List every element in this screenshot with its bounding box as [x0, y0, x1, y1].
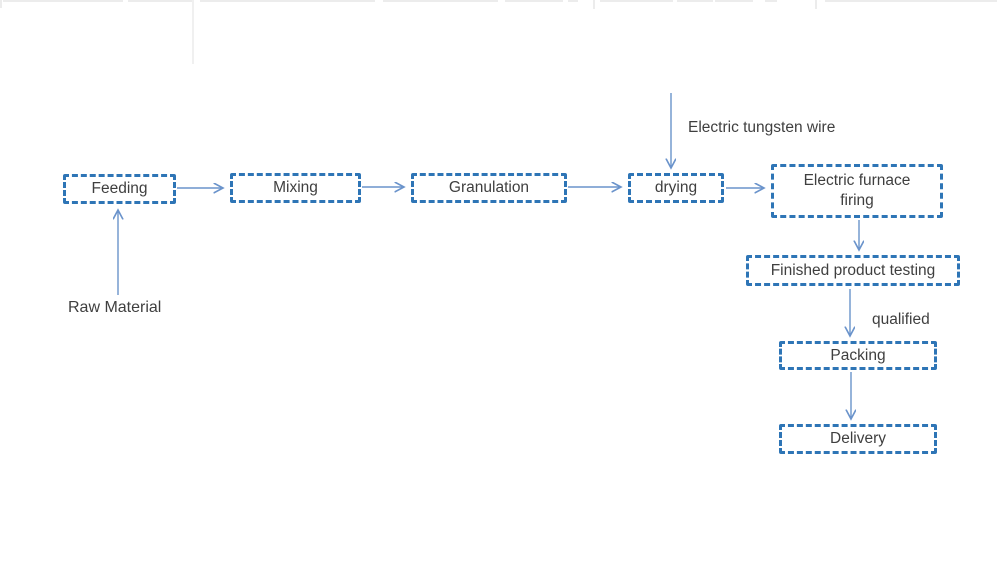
- crop-dash-segment: [600, 0, 673, 2]
- node-granulation: Granulation: [411, 173, 567, 203]
- node-feeding: Feeding: [63, 174, 176, 204]
- crop-dash-segment: [383, 0, 498, 2]
- node-electric-furnace-firing-label: Electric furnace firing: [803, 172, 911, 209]
- crop-dash-segment: [715, 0, 753, 2]
- crop-dash-segment: [3, 0, 123, 2]
- label-electric-tungsten-wire: Electric tungsten wire: [688, 119, 836, 136]
- crop-dash-segment: [568, 0, 578, 2]
- crop-dash-segment: [677, 0, 713, 2]
- crop-dash-segment: [505, 0, 563, 2]
- crop-dash-segment: [128, 0, 192, 2]
- crop-dash-tick: [593, 0, 595, 9]
- node-mixing: Mixing: [230, 173, 361, 203]
- edge-label-qualified: qualified: [872, 311, 930, 328]
- node-finished-product-testing: Finished product testing: [746, 255, 960, 286]
- label-raw-material: Raw Material: [68, 299, 162, 316]
- node-packing: Packing: [779, 341, 937, 370]
- crop-dash-segment: [200, 0, 375, 2]
- node-drying: drying: [628, 173, 724, 203]
- crop-dash-tick: [815, 0, 817, 9]
- node-electric-furnace-firing: Electric furnace firing: [771, 164, 943, 218]
- crop-dash-tick: [0, 0, 2, 8]
- crop-dash-tick: [192, 0, 194, 64]
- crop-dash-segment: [825, 0, 997, 2]
- crop-dash-segment: [765, 0, 777, 2]
- node-delivery: Delivery: [779, 424, 937, 454]
